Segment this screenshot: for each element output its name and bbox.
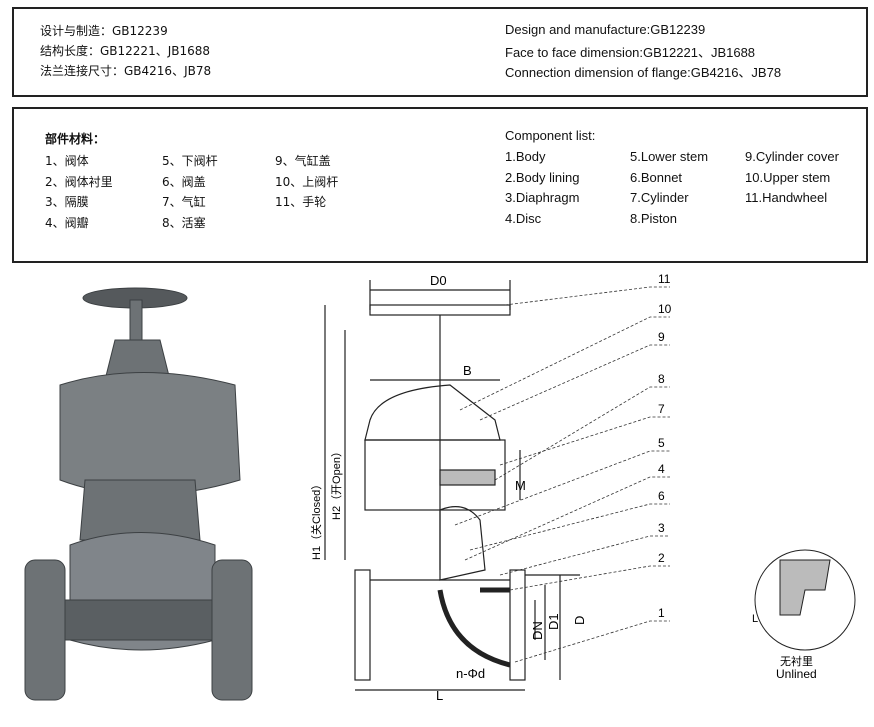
callout-lines: [454, 286, 670, 663]
component-en-3: 3.Diaphragm: [505, 190, 580, 205]
callout-line: [499, 416, 670, 466]
callout-line: [464, 476, 670, 561]
label-nd: n-Φd: [456, 666, 485, 681]
component-en-11: 11.Handwheel: [745, 190, 828, 205]
component-en-9: 9.Cylinder cover: [745, 149, 839, 164]
callout-number: 2: [658, 551, 665, 565]
unlined-detail-section: [779, 559, 831, 616]
component-en-1: 1.Body: [505, 149, 546, 164]
std-en-1: Face to face dimension:GB12221、JB1688: [505, 45, 756, 60]
label-D0: D0: [430, 273, 447, 288]
section-lines: [324, 280, 580, 691]
callout-line: [459, 316, 670, 411]
std-en-2: Connection dimension of flange:GB4216、JB…: [505, 65, 782, 80]
label-H1: H1（关Closed）: [309, 479, 323, 560]
callout-line: [494, 386, 670, 481]
std-cn-1: 结构长度：GB12221、JB1688: [40, 44, 211, 58]
components-cn-title: 部件材料：: [45, 132, 106, 146]
component-cn-2: 2、阀体衬里: [45, 175, 113, 189]
component-cn-11: 11、手轮: [275, 195, 327, 209]
label-D1: D1: [546, 613, 561, 630]
component-en-6: 6.Bonnet: [630, 170, 683, 185]
component-en-2: 2.Body lining: [505, 170, 580, 185]
label-B: B: [463, 363, 472, 378]
callout-number: 6: [658, 489, 665, 503]
label-H2: H2（开Open）: [330, 446, 343, 520]
component-cn-1: 1、阀体: [45, 154, 89, 168]
callout-line: [509, 565, 670, 591]
component-cn-10: 10、上阀杆: [275, 175, 339, 189]
callout-number: 4: [658, 462, 665, 476]
callout-number: 10: [658, 302, 672, 316]
pipe-bore: [64, 599, 213, 641]
detail-L: L: [752, 613, 758, 625]
callout-line: [514, 620, 670, 663]
callout-number: 11: [658, 272, 671, 286]
callout-number: 1: [658, 606, 665, 620]
label-L: L: [436, 688, 443, 703]
callout-line: [499, 535, 670, 576]
callout-line: [479, 344, 670, 421]
callout-number: 5: [658, 436, 665, 450]
std-en-0: Design and manufacture:GB12239: [505, 22, 706, 37]
label-D: D: [572, 616, 587, 625]
detail-cn: 无衬里: [780, 655, 813, 668]
components-box: [12, 107, 868, 263]
unlined-detail-circle: [754, 549, 856, 651]
callout-line: [504, 286, 670, 306]
detail-en: Unlined: [776, 667, 817, 681]
callout-number: 9: [658, 330, 665, 344]
component-cn-4: 4、阀瓣: [45, 216, 89, 230]
standards-box: [12, 7, 868, 97]
callout-number: 8: [658, 372, 665, 386]
callout-number: 7: [658, 402, 665, 416]
component-en-7: 7.Cylinder: [630, 190, 689, 205]
component-cn-3: 3、隔膜: [45, 195, 89, 209]
component-cn-8: 8、活塞: [162, 216, 206, 230]
label-M: M: [515, 478, 526, 493]
component-cn-7: 7、气缸: [162, 195, 206, 209]
component-en-5: 5.Lower stem: [630, 149, 709, 164]
callout-line: [454, 450, 670, 526]
component-cn-6: 6、阀盖: [162, 175, 206, 189]
std-cn-2: 法兰连接尺寸：GB4216、JB78: [40, 64, 212, 78]
component-en-10: 10.Upper stem: [745, 170, 831, 185]
callout-numbers: 11 10 9 8 7 5 4 6 3 2 1: [658, 272, 672, 620]
component-en-8: 8.Piston: [630, 211, 677, 226]
callout-line: [469, 503, 670, 551]
callout-number: 3: [658, 521, 665, 535]
component-cn-5: 5、下阀杆: [162, 154, 218, 168]
std-cn-0: 设计与制造：GB12239: [40, 24, 168, 38]
component-cn-9: 9、气缸盖: [275, 154, 331, 168]
component-en-4: 4.Disc: [505, 211, 542, 226]
label-DN: DN: [530, 621, 545, 640]
components-en-title: Component list:: [505, 128, 596, 143]
